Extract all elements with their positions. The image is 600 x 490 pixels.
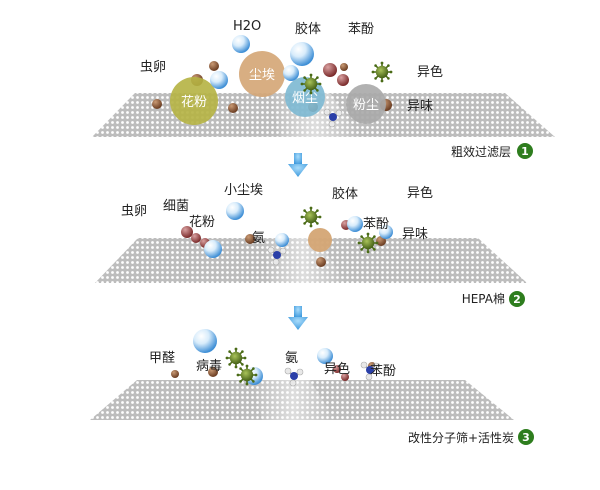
svg-text:烟尘: 烟尘 — [292, 91, 318, 106]
bubble-icon — [210, 35, 314, 89]
bubble-icon — [204, 202, 393, 258]
stage-caption-2: HEPA棉 2 — [462, 291, 525, 307]
label-h2o: H2O — [233, 19, 261, 34]
label-odor: 异味 — [407, 99, 433, 114]
label-colloid: 胶体 — [332, 186, 358, 202]
virus-icon — [370, 60, 394, 84]
stage-caption-1: 粗效过滤层 1 — [451, 143, 533, 159]
label-insect-eggs: 虫卵 — [121, 204, 147, 219]
down-arrow-icon — [288, 153, 308, 177]
stage-2: 小尘埃 胶体 异色 虫卵 细菌 花粉 苯酚 异味 氨 HEPA棉 2 — [95, 183, 527, 307]
label-insect-eggs: 虫卵 — [140, 60, 166, 75]
dust-circle: 尘埃 — [239, 51, 285, 97]
label-ammonia: 氨 — [285, 351, 298, 366]
virus-icon — [356, 231, 380, 255]
svg-text:3: 3 — [522, 431, 530, 444]
svg-text:粉尘: 粉尘 — [353, 98, 379, 113]
virus-icon — [235, 363, 259, 387]
stage-1: 花粉 尘埃 烟尘 粉尘 H2O 胶体 苯酚 虫卵 异色 异味 粗效过 — [92, 19, 555, 159]
label-phenol: 苯酚 — [363, 217, 389, 232]
label-color: 异色 — [324, 361, 350, 377]
svg-text:1: 1 — [521, 145, 529, 158]
label-virus: 病毒 — [196, 359, 222, 374]
label-color: 异色 — [417, 64, 443, 80]
label-odor: 异味 — [402, 227, 428, 242]
label-color: 异色 — [407, 185, 433, 201]
dust-particle — [308, 228, 332, 252]
svg-text:2: 2 — [513, 293, 521, 306]
label-phenol: 苯酚 — [348, 22, 374, 37]
svg-text:改性分子筛+活性炭: 改性分子筛+活性炭 — [408, 430, 514, 445]
virus-icon — [299, 72, 323, 96]
label-colloid: 胶体 — [295, 21, 321, 37]
powder-circle: 粉尘 — [346, 84, 386, 124]
stage-caption-3: 改性分子筛+活性炭 3 — [408, 429, 534, 445]
step-badge-2 — [509, 291, 525, 307]
step-badge-1 — [517, 143, 533, 159]
label-ammonia: 氨 — [252, 231, 265, 246]
stage-3: 甲醛 病毒 氨 异色 苯酚 改性分子筛+活性炭 3 — [90, 329, 534, 445]
virus-icon — [224, 346, 248, 370]
label-pollen: 花粉 — [189, 214, 215, 230]
svg-text:尘埃: 尘埃 — [249, 68, 275, 83]
label-phenol: 苯酚 — [370, 364, 396, 379]
label-small-dust: 小尘埃 — [224, 183, 263, 198]
svg-text:粗效过滤层: 粗效过滤层 — [451, 144, 511, 159]
svg-text:HEPA棉: HEPA棉 — [462, 292, 505, 306]
label-formaldehyde: 甲醛 — [149, 350, 175, 366]
virus-icon — [299, 205, 323, 229]
svg-text:花粉: 花粉 — [181, 94, 207, 110]
step-badge-3 — [518, 429, 534, 445]
down-arrow-icon — [288, 306, 308, 330]
label-bacteria: 细菌 — [163, 199, 189, 214]
pollen-circle: 花粉 — [170, 77, 218, 125]
